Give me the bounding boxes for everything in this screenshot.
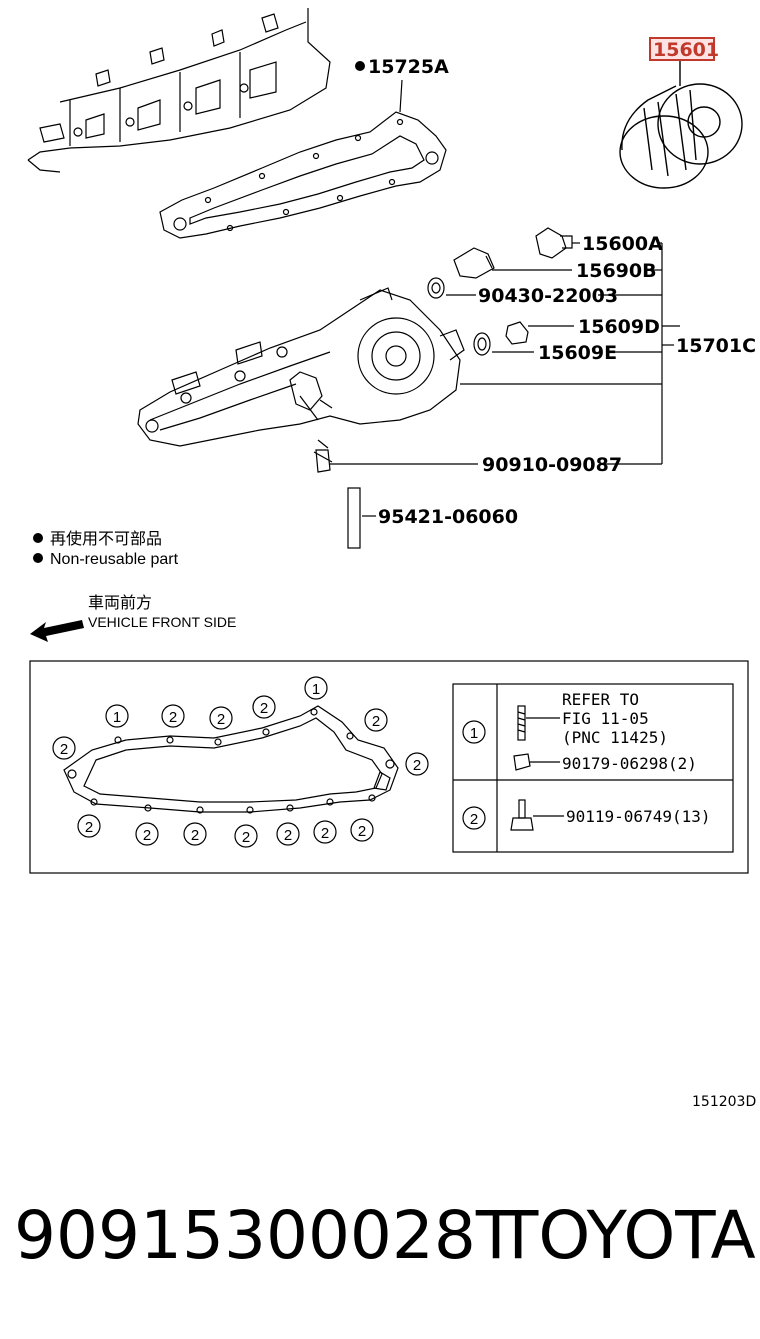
callout-2: 2 — [242, 829, 250, 846]
front-text-jp: 車両前方 — [88, 594, 152, 612]
callout-2: 2 — [372, 713, 380, 730]
legend-dot-jp — [33, 533, 43, 543]
label-95421-06060: 95421-06060 — [378, 506, 518, 528]
callout-2: 2 — [60, 741, 68, 758]
label-15601: 15601 — [653, 39, 719, 61]
label-15600A: 15600A — [582, 233, 663, 255]
oil-filter-drawing — [619, 58, 743, 189]
front-arrow-icon — [30, 620, 84, 642]
legend-dot-en — [33, 553, 43, 563]
part-90179-06298: 90179-06298(2) — [562, 754, 697, 773]
part-90119-06749: 90119-06749(13) — [566, 807, 711, 826]
label-15701C: 15701C — [676, 335, 756, 357]
inset-callouts — [52, 676, 429, 848]
footer-brand: TOYOTA — [497, 1197, 756, 1274]
highlight-box-15601 — [649, 37, 715, 61]
bolt-icon — [510, 705, 564, 831]
front-text-en: VEHICLE FRONT SIDE — [88, 614, 236, 630]
callout-2: 2 — [260, 700, 268, 717]
table-row2-number: 2 — [470, 811, 478, 828]
refer-line-1: REFER TO — [562, 690, 639, 709]
callout-1: 1 — [312, 681, 320, 698]
callout-2: 2 — [85, 819, 93, 836]
refer-line-3: (PNC 11425) — [562, 728, 668, 747]
callout-2: 2 — [191, 827, 199, 844]
inset-frame — [29, 660, 749, 874]
label-90430-22003: 90430-22003 — [478, 285, 618, 307]
legend-text-jp: 再使用不可部品 — [50, 530, 162, 548]
table-row1-number: 1 — [470, 725, 478, 742]
small-parts-drawing — [315, 227, 573, 549]
callout-2: 2 — [284, 827, 292, 844]
label-15725A: 15725A — [368, 56, 449, 78]
footer-part-number: 90915300028T — [14, 1197, 517, 1274]
callout-2: 2 — [413, 757, 421, 774]
label-15609D: 15609D — [578, 316, 660, 338]
diagram-code: 151203D — [692, 1094, 756, 1110]
inset-table — [452, 683, 734, 853]
legend-text-en: Non-reusable part — [50, 551, 179, 568]
engine-block-drawing — [27, 8, 331, 173]
callout-2: 2 — [358, 823, 366, 840]
label-15609E: 15609E — [538, 342, 617, 364]
callout-2: 2 — [321, 825, 329, 842]
label-15690B: 15690B — [576, 260, 657, 282]
non-reusable-dot-15725A — [355, 61, 365, 71]
callout-2: 2 — [217, 711, 225, 728]
callout-2: 2 — [143, 827, 151, 844]
label-90910-09087: 90910-09087 — [482, 454, 622, 476]
gasket-15725A-drawing — [159, 79, 447, 239]
callout-2: 2 — [169, 709, 177, 726]
inset-callout-numbers: 1 2 2 2 1 2 2 2 2 2 2 2 2 2 2 — [60, 681, 421, 846]
refer-line-2: FIG 11-05 — [562, 709, 649, 728]
oil-cooler-drawing — [137, 287, 465, 463]
inset-gasket-drawing — [63, 705, 399, 814]
callout-1: 1 — [113, 709, 121, 726]
leader-lines — [330, 242, 680, 517]
